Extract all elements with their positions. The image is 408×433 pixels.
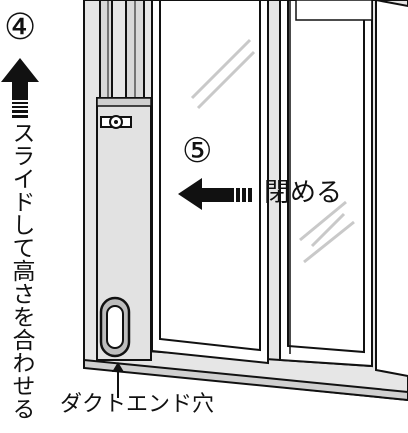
bottom-track [83, 358, 408, 402]
duct-end-hole [99, 296, 131, 358]
left-arrow-icon [178, 178, 252, 210]
close-instruction-label: 閉める [264, 178, 343, 208]
glass-panel-outer [279, 0, 373, 368]
up-arrow-icon [1, 58, 39, 118]
step-4-number: ④ [4, 7, 37, 48]
duct-hole-label: ダクトエンド穴 [60, 392, 215, 417]
duct-leader-line [112, 362, 124, 398]
step-5-number: ⑤ [182, 131, 213, 171]
glass-panel-inner [151, 0, 269, 365]
slide-instruction-label: スライドして高さを合わせる [8, 121, 34, 420]
glass-reflections [190, 38, 355, 264]
lock-icon [100, 115, 132, 129]
